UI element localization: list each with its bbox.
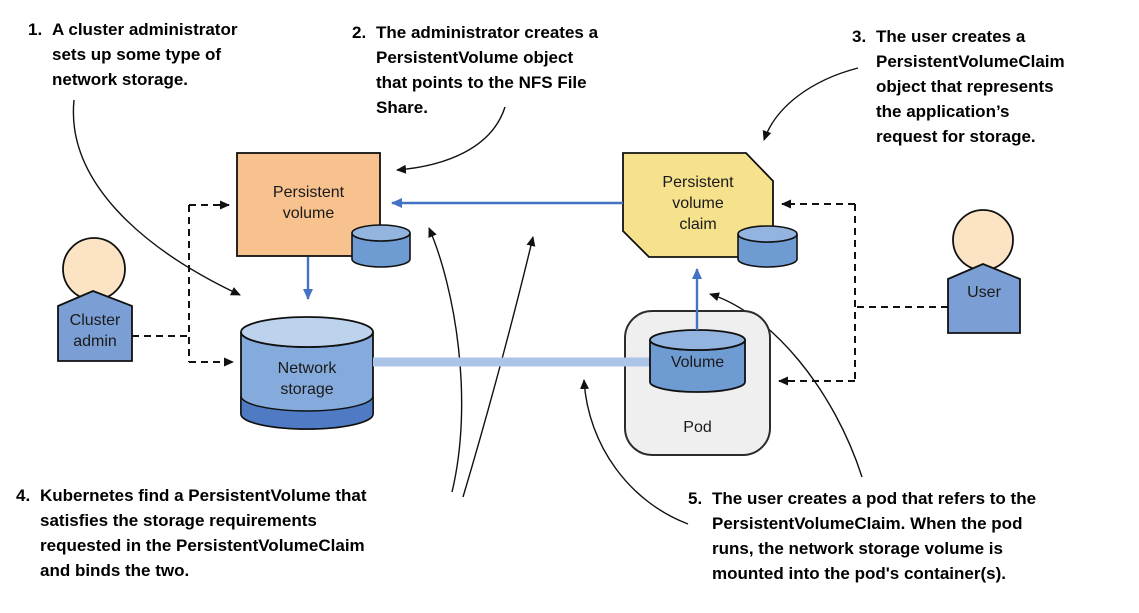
- annotation-5-number: 5.: [688, 489, 703, 508]
- annotation-2: 2. The administrator creates a Persisten…: [352, 20, 642, 120]
- annotation-4-text: Kubernetes find a PersistentVolume that …: [40, 486, 367, 580]
- user-figure: [947, 209, 1021, 334]
- annotation-arrows: [72, 67, 863, 525]
- admin-dashed-links: [132, 200, 234, 367]
- annotation-4-number: 4.: [16, 486, 31, 505]
- annotation-2-number: 2.: [352, 23, 367, 42]
- annotation-1-number: 1.: [28, 20, 43, 39]
- user-dashed-links: [778, 199, 948, 386]
- annotation-5: 5. The user creates a pod that refers to…: [688, 486, 1138, 586]
- annotation-3-arrow: [762, 67, 859, 141]
- annotation-1-text: A cluster administrator sets up some typ…: [52, 20, 238, 89]
- annotation-1-arrow: [72, 99, 241, 296]
- user-body: [947, 263, 1021, 334]
- annotation-3: 3. The user creates a PersistentVolumeCl…: [852, 24, 1132, 149]
- annotation-3-number: 3.: [852, 27, 867, 46]
- cluster-admin-figure: [57, 237, 133, 362]
- annotation-5-arrow-b: [709, 292, 863, 478]
- user-head: [952, 209, 1014, 271]
- annotation-4: 4. Kubernetes find a PersistentVolume th…: [16, 483, 476, 583]
- network-storage-cylinder: [240, 316, 374, 430]
- annotation-5-arrow-a: [580, 379, 689, 525]
- cluster-admin-body: [57, 290, 133, 362]
- annotation-3-text: The user creates a PersistentVolumeClaim…: [876, 27, 1065, 146]
- annotation-4-arrow-b: [462, 236, 536, 498]
- annotation-2-text: The administrator creates a PersistentVo…: [376, 23, 599, 117]
- pvc-disk-icon: [737, 225, 798, 268]
- pv-disk-icon: [351, 224, 411, 268]
- annotation-4-arrow-a: [428, 227, 463, 493]
- volume-cylinder: [649, 329, 746, 393]
- annotation-1: 1. A cluster administrator sets up some …: [28, 17, 288, 92]
- annotation-5-text: The user creates a pod that refers to th…: [712, 489, 1037, 583]
- annotation-2-arrow: [396, 106, 506, 174]
